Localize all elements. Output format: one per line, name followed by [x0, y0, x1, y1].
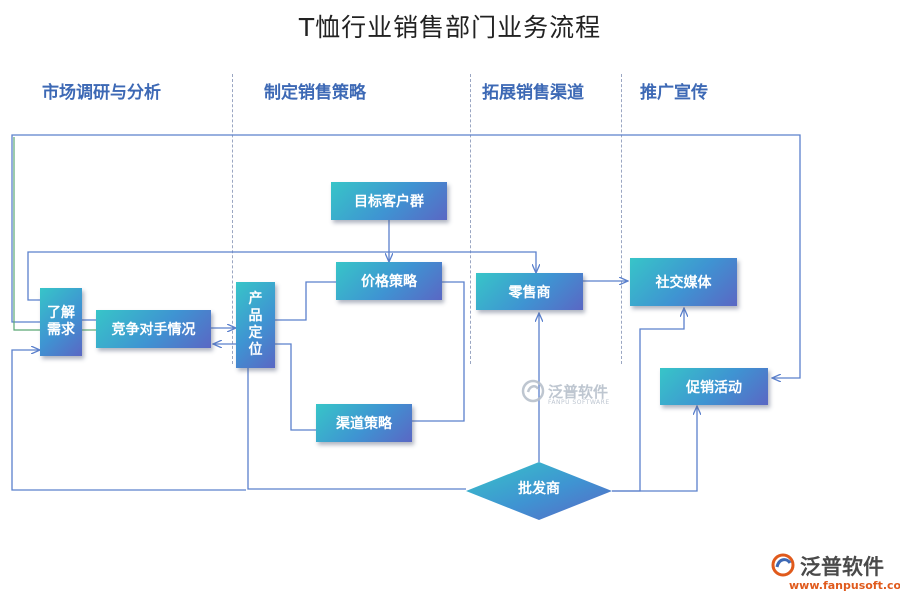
- node-price-strategy[interactable]: 价格策略: [336, 262, 442, 300]
- node-understand-needs-label: 了解需求: [47, 305, 75, 338]
- lane-title-market-research: 市场调研与分析: [42, 83, 161, 103]
- node-wholesaler-label[interactable]: 批发商: [518, 481, 560, 497]
- lane-title-promotion: 推广宣传: [640, 83, 708, 103]
- brand-url: www.fanpusoft.com: [789, 579, 900, 592]
- node-understand-needs[interactable]: 了解需求: [40, 288, 82, 356]
- lane-title-sales-strategy: 制定销售策略: [264, 83, 366, 103]
- brand-logo-text: 泛普软件: [800, 555, 884, 579]
- node-channel-strategy[interactable]: 渠道策略: [316, 404, 412, 442]
- brand-logo: 泛普软件: [770, 552, 884, 582]
- lane-title-sales-channels: 拓展销售渠道: [482, 83, 584, 103]
- node-product-positioning-label: 产品定位: [248, 291, 263, 358]
- fanpu-logo-icon: [521, 379, 545, 403]
- lane-divider: [232, 74, 233, 364]
- watermark-center-sub: FANPU SOFTWARE: [548, 399, 610, 406]
- node-product-positioning[interactable]: 产品定位: [236, 282, 275, 368]
- fanpu-logo-icon: [771, 553, 795, 577]
- node-target-customers[interactable]: 目标客户群: [331, 182, 447, 220]
- lane-divider: [470, 74, 471, 364]
- watermark-center-text: 泛普软件: [548, 383, 609, 401]
- page-title: T恤行业销售部门业务流程: [298, 13, 602, 42]
- node-competitor[interactable]: 竞争对手情况: [96, 310, 211, 348]
- node-retailer[interactable]: 零售商: [476, 273, 583, 310]
- watermark-center: 泛普软件 FANPU SOFTWARE: [520, 378, 609, 408]
- lane-divider: [621, 74, 622, 364]
- node-social-media[interactable]: 社交媒体: [630, 258, 737, 306]
- wholesaler-diamond: [466, 462, 612, 520]
- node-promotion[interactable]: 促销活动: [660, 368, 768, 405]
